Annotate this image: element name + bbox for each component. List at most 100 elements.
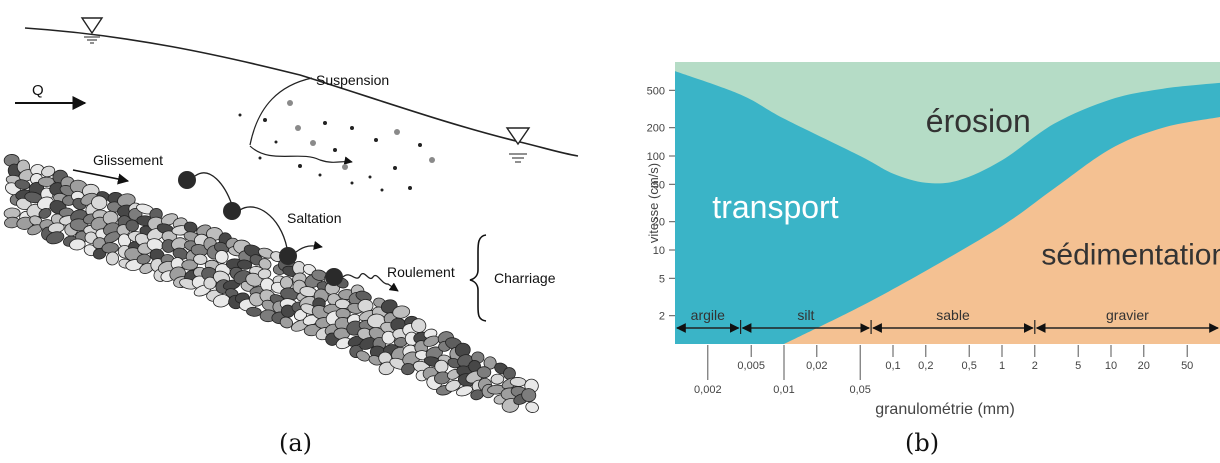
particle <box>323 121 327 125</box>
x-tick-label: 0,02 <box>806 360 827 372</box>
pebble <box>181 259 198 271</box>
pebble <box>41 165 56 178</box>
x-axis-label: granulométrie (mm) <box>875 401 1015 418</box>
pebble <box>509 377 527 387</box>
region-label: érosion <box>926 103 1031 139</box>
x-tick-label: 20 <box>1138 360 1150 372</box>
pebble <box>203 276 217 290</box>
region-sedimentation <box>784 117 1220 344</box>
x-tick-label: 0,002 <box>694 384 722 396</box>
particle <box>429 157 435 163</box>
sediment-bed <box>3 154 539 413</box>
saltation-hop-icon <box>295 240 323 253</box>
pebble <box>490 373 505 385</box>
pebble <box>246 306 262 317</box>
x-tick-label: 0,01 <box>773 384 794 396</box>
size-class-label: argile <box>691 307 725 323</box>
x-tick-label: 0,1 <box>885 360 900 372</box>
y-tick-label: 2 <box>659 311 665 323</box>
pebble <box>381 330 396 345</box>
pebble <box>105 251 119 266</box>
particle <box>350 181 354 185</box>
size-class-label: gravier <box>1106 307 1149 323</box>
pebble <box>46 231 65 245</box>
particle <box>368 175 372 179</box>
size-class-label: silt <box>797 307 814 323</box>
y-axis-label: vitesse (cm/s) <box>646 163 661 243</box>
glissement-label: Glissement <box>93 152 163 168</box>
saltation-hop-icon <box>194 172 233 206</box>
roulement-grain <box>325 268 343 286</box>
x-tick-label: 0,2 <box>918 360 933 372</box>
particle <box>310 140 316 146</box>
particle <box>408 186 412 190</box>
particle <box>393 166 397 170</box>
caption-b: (b) <box>905 429 940 457</box>
size-class-label: sable <box>936 307 970 323</box>
particle <box>394 129 400 135</box>
particle <box>298 164 302 168</box>
pebble <box>69 238 86 251</box>
y-tick-label: 10 <box>653 245 665 257</box>
y-tick-label: 500 <box>647 85 665 97</box>
saltation-grain <box>223 202 241 220</box>
x-tick-label: 0,005 <box>737 360 765 372</box>
pebble <box>279 316 293 329</box>
pebble <box>521 388 537 403</box>
pebble <box>525 401 539 413</box>
x-tick-label: 50 <box>1181 360 1193 372</box>
region-label: transport <box>712 189 838 225</box>
suspended-particles <box>238 100 435 192</box>
x-tick-label: 1 <box>999 360 1005 372</box>
y-tick-label: 20 <box>653 217 665 229</box>
roulement-label: Roulement <box>387 264 455 280</box>
y-tick-label: 200 <box>647 123 665 135</box>
water-level-icon <box>80 17 104 44</box>
particle <box>380 188 384 192</box>
y-tick-label: 100 <box>647 151 665 163</box>
pebble <box>476 366 492 379</box>
suspension-label: Suspension <box>316 72 389 88</box>
water-level-icon <box>505 127 531 163</box>
particle <box>318 173 322 177</box>
panel-a: Q Suspension Glissement Saltation Roulem… <box>3 17 579 413</box>
particle <box>274 140 278 144</box>
particle <box>263 118 267 122</box>
suspension-trajectory-icon <box>249 145 353 165</box>
charriage-brace-icon <box>469 234 487 322</box>
saltation-hop-icon <box>239 206 288 249</box>
y-tick-label: 50 <box>653 179 665 191</box>
pebble <box>193 253 208 265</box>
roulement-path-icon <box>342 272 399 292</box>
charriage-label: Charriage <box>494 270 556 286</box>
y-tick-label: 5 <box>659 273 665 285</box>
x-tick-label: 2 <box>1032 360 1038 372</box>
chart-axes: vitesse (cm/s) 2 5 10 20 50 100 200 500 argile sil… <box>646 85 1219 418</box>
region-label: sédimentation <box>1041 239 1220 272</box>
pebble <box>411 318 427 333</box>
pebble <box>125 219 139 232</box>
pebble <box>434 359 449 374</box>
saltation-grain <box>279 247 297 265</box>
x-tick-label: 0,05 <box>849 384 870 396</box>
saltation-label: Saltation <box>287 210 341 226</box>
pebble <box>69 218 89 232</box>
pebble <box>91 195 108 210</box>
particle <box>287 100 293 106</box>
particle <box>418 143 422 147</box>
chart-regions: érosion transport sédimentation <box>675 62 1220 344</box>
suspension-path-icon <box>249 77 313 146</box>
x-tick-label: 5 <box>1075 360 1081 372</box>
pebble <box>392 305 411 319</box>
particle <box>295 125 301 131</box>
flow-label: Q <box>32 82 44 99</box>
particle <box>350 126 354 130</box>
pebble <box>38 208 52 219</box>
particle <box>374 138 378 142</box>
particle <box>342 164 348 170</box>
particle <box>258 156 262 160</box>
water-surface <box>24 27 579 157</box>
pebble <box>14 179 31 190</box>
pebble <box>237 259 253 270</box>
